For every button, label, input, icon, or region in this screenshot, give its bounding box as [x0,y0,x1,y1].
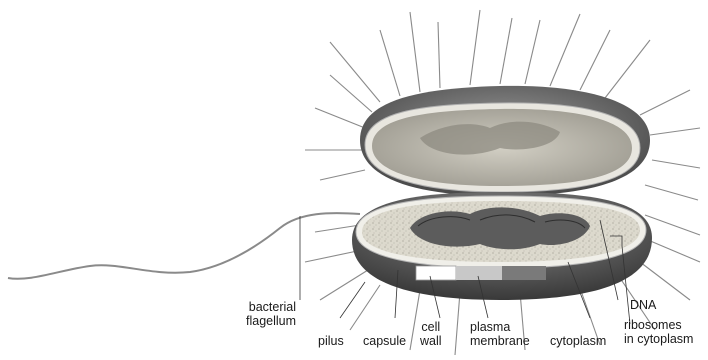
label-cytoplasm: cytoplasm [550,334,606,348]
label-plasma-membrane: plasma membrane [470,320,530,348]
label-ribosomes: ribosomes in cytoplasm [624,318,693,346]
label-capsule: capsule [363,334,406,348]
top-half-shell [360,86,650,196]
label-pilus: pilus [318,334,344,348]
bacterial-flagellum [8,213,360,279]
label-cell-wall: cell wall [420,320,442,348]
nucleoid [410,207,590,249]
label-dna: DNA [630,298,656,312]
label-bacterial-flagellum: bacterial flagellum [246,300,296,328]
